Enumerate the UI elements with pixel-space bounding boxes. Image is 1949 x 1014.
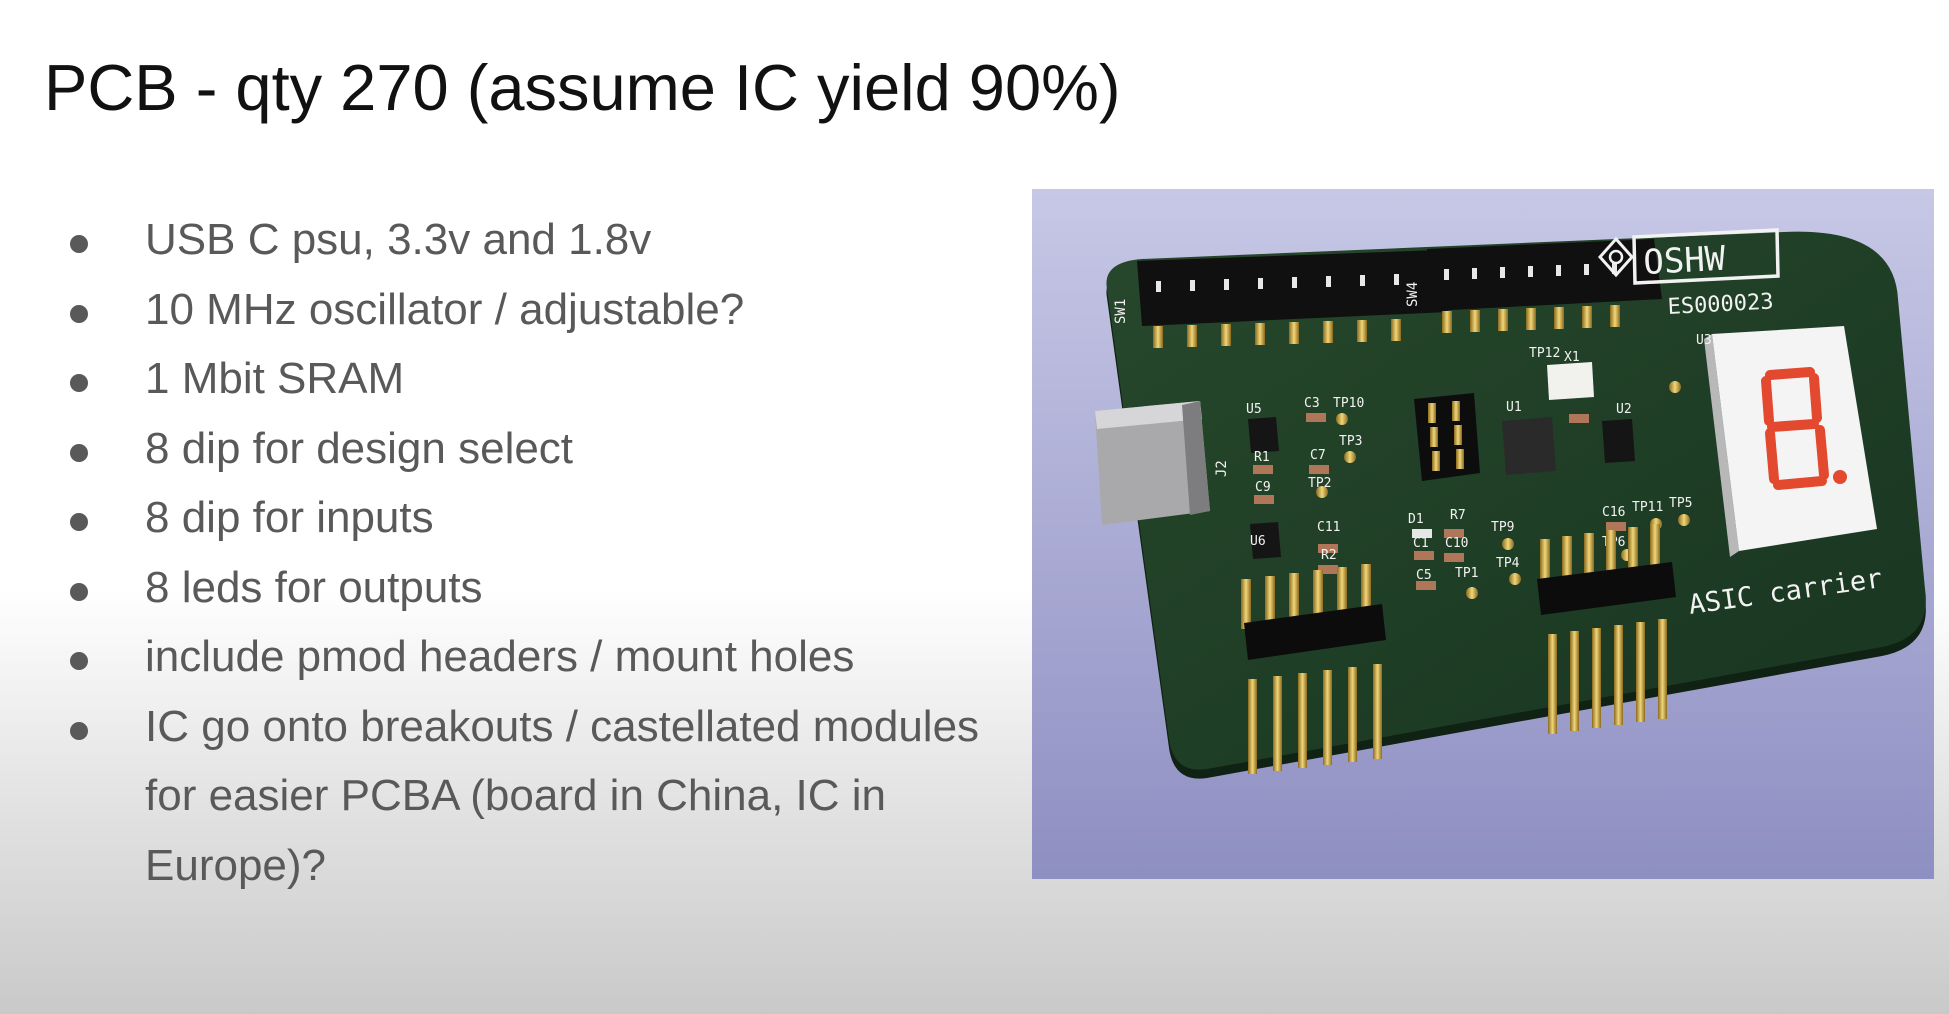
bullet-text: include pmod headers / mount holes — [145, 632, 855, 681]
center-header — [1414, 393, 1480, 481]
label-u1: U1 — [1506, 400, 1522, 415]
label-d1: D1 — [1408, 512, 1424, 527]
label-c9: C9 — [1255, 480, 1271, 495]
bullet-dot-icon — [70, 304, 88, 323]
label-r2: R2 — [1321, 548, 1337, 563]
smd-parts-left — [1248, 413, 1356, 574]
gear-icon — [1608, 249, 1624, 265]
bullet-dot-icon — [70, 235, 88, 253]
bullet-list: USB C psu, 3.3v and 1.8v 10 MHz oscillat… — [60, 205, 990, 900]
label-sw4: SW4 — [1405, 282, 1421, 307]
smd-parts-center — [1412, 514, 1690, 599]
label-u5: U5 — [1246, 402, 1262, 417]
chips-center — [1502, 362, 1681, 475]
bullet-item: IC go onto breakouts / castellated modul… — [60, 692, 990, 901]
slide-title: PCB - qty 270 (assume IC yield 90%) — [44, 51, 1121, 124]
label-u6: U6 — [1250, 534, 1266, 549]
bullet-text: 8 dip for design select — [145, 423, 574, 473]
label-j2: J2 — [1214, 460, 1230, 477]
label-sw1: SW1 — [1113, 299, 1129, 324]
label-tp5: TP5 — [1669, 496, 1692, 511]
dip-switch-sw1 — [1137, 250, 1448, 348]
pcb-3d-view: SW1 SW4 OSHW ES000023 — [1095, 228, 1926, 779]
bullet-dot-icon — [70, 374, 88, 392]
ic-u2 — [1602, 419, 1635, 463]
label-r1: R1 — [1254, 450, 1270, 465]
label-u3: U3 — [1696, 333, 1712, 348]
bullet-item: 8 leds for outputs — [60, 553, 990, 623]
label-c1: C1 — [1413, 536, 1429, 551]
label-c16: C16 — [1602, 505, 1625, 520]
oscillator-x1 — [1547, 362, 1594, 400]
bullet-dot-icon — [70, 513, 88, 531]
label-r7: R7 — [1450, 508, 1466, 523]
bullet-item: 10 MHz oscillator / adjustable? — [60, 275, 990, 345]
bullet-item: 1 Mbit SRAM — [60, 344, 990, 414]
bullet-item: 8 dip for inputs — [60, 483, 990, 553]
ic-u5 — [1248, 417, 1279, 453]
ic-u1 — [1502, 417, 1556, 475]
label-tp11: TP11 — [1632, 500, 1663, 515]
bullet-text: IC go onto breakouts / castellated modul… — [145, 701, 980, 890]
bullet-text: 10 MHz oscillator / adjustable? — [145, 284, 745, 334]
label-c7: C7 — [1310, 448, 1326, 463]
bullet-text: 1 Mbit SRAM — [145, 354, 405, 403]
pcb-render-image: SW1 SW4 OSHW ES000023 — [1032, 189, 1934, 879]
bullet-dot-icon — [70, 721, 88, 740]
segment-digit-icon — [1761, 367, 1829, 490]
dip-switch-sw4 — [1427, 239, 1662, 333]
label-tp12: TP12 — [1529, 346, 1560, 361]
label-tp3: TP3 — [1339, 434, 1362, 449]
bullet-dot-icon — [70, 652, 88, 670]
label-c5: C5 — [1416, 568, 1432, 583]
ic-u6 — [1250, 522, 1281, 559]
label-c3: C3 — [1304, 396, 1320, 411]
label-tp1: TP1 — [1455, 566, 1478, 581]
label-tp4: TP4 — [1496, 556, 1520, 571]
label-tp10: TP10 — [1333, 396, 1364, 411]
label-tp2: TP2 — [1308, 476, 1331, 491]
bullet-text: USB C psu, 3.3v and 1.8v — [145, 215, 652, 264]
pmod-header-right — [1537, 524, 1676, 734]
label-c11: C11 — [1317, 520, 1340, 535]
seven-segment-display-u3 — [1704, 326, 1877, 557]
label-tp9: TP9 — [1491, 520, 1514, 535]
bullet-dot-icon — [70, 443, 88, 462]
bullet-text: 8 leds for outputs — [145, 562, 483, 612]
oshw-cert-id: ES000023 — [1667, 289, 1774, 320]
label-c10: C10 — [1445, 536, 1468, 551]
bullet-item: 8 dip for design select — [60, 414, 990, 484]
bullet-dot-icon — [70, 582, 88, 601]
bullet-text: 8 dip for inputs — [145, 493, 434, 542]
bullet-item: include pmod headers / mount holes — [60, 622, 990, 692]
usb-c-connector-j2 — [1095, 401, 1210, 525]
oshw-logo-text: OSHW — [1642, 239, 1726, 283]
bullet-item: USB C psu, 3.3v and 1.8v — [60, 205, 990, 275]
label-u2: U2 — [1616, 402, 1632, 417]
oshw-logo: OSHW — [1597, 228, 1780, 285]
pmod-header-left — [1241, 564, 1386, 774]
label-x1: X1 — [1564, 350, 1580, 365]
